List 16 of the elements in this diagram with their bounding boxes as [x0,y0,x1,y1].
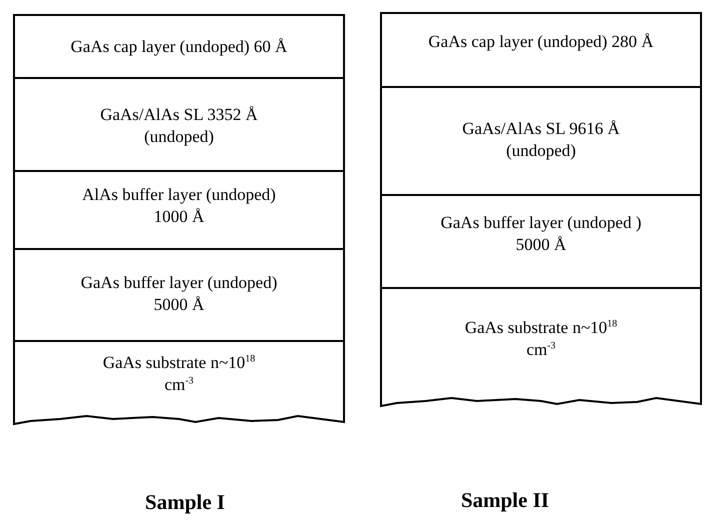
sample-label: Sample II [460,488,550,513]
layer-label: GaAs substrate n~10$^{18}$ cm$^{-3}$ [102,352,256,396]
layer-box [380,12,702,87]
layer-box [13,14,345,78]
layer-label: GaAs substrate n~10$^{18}$ cm$^{-3}$ [464,317,618,361]
layer-label: GaAs/AlAs SL 9616 Å (undoped) [461,118,621,162]
layer-label: GaAs buffer layer (undoped ) 5000 Å [440,212,642,256]
layer-box [380,86,702,195]
layer-label: GaAs buffer layer (undoped) 5000 Å [80,272,278,316]
layer-label: GaAs cap layer (undoped) 280 Å [427,31,655,53]
layer-label: GaAs/AlAs SL 3352 Å (undoped) [99,104,259,148]
sample-label: Sample I [145,490,225,515]
layer-box [13,170,345,249]
layer-label: AlAs buffer layer (undoped) 1000 Å [81,184,277,228]
layer-box [13,77,345,171]
layer-label: GaAs cap layer (undoped) 60 Å [70,36,288,58]
